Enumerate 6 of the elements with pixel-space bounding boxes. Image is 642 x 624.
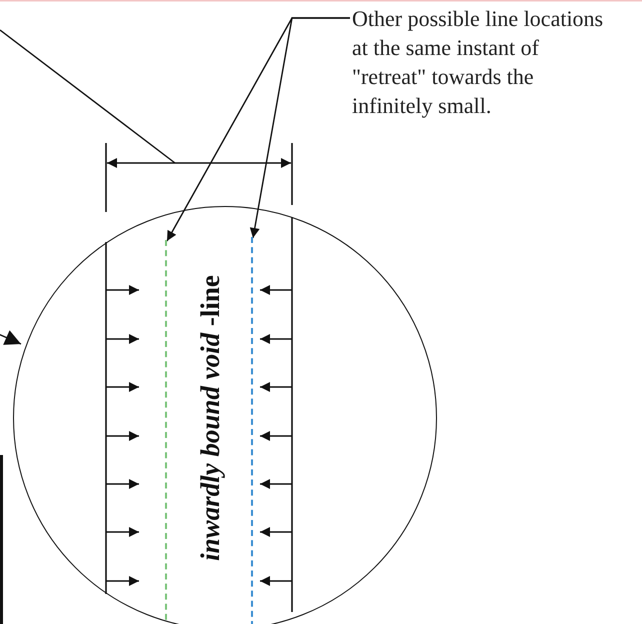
circle-outline	[13, 206, 437, 624]
leader-arrow	[250, 17, 350, 238]
callout-text: Other possible line locations at the same instant of "retreat" towards the infinitely small.	[352, 4, 614, 120]
arrow	[0, 330, 22, 345]
dotted-line	[251, 237, 254, 624]
vertical-label: inwardly bound void -line	[194, 274, 226, 563]
